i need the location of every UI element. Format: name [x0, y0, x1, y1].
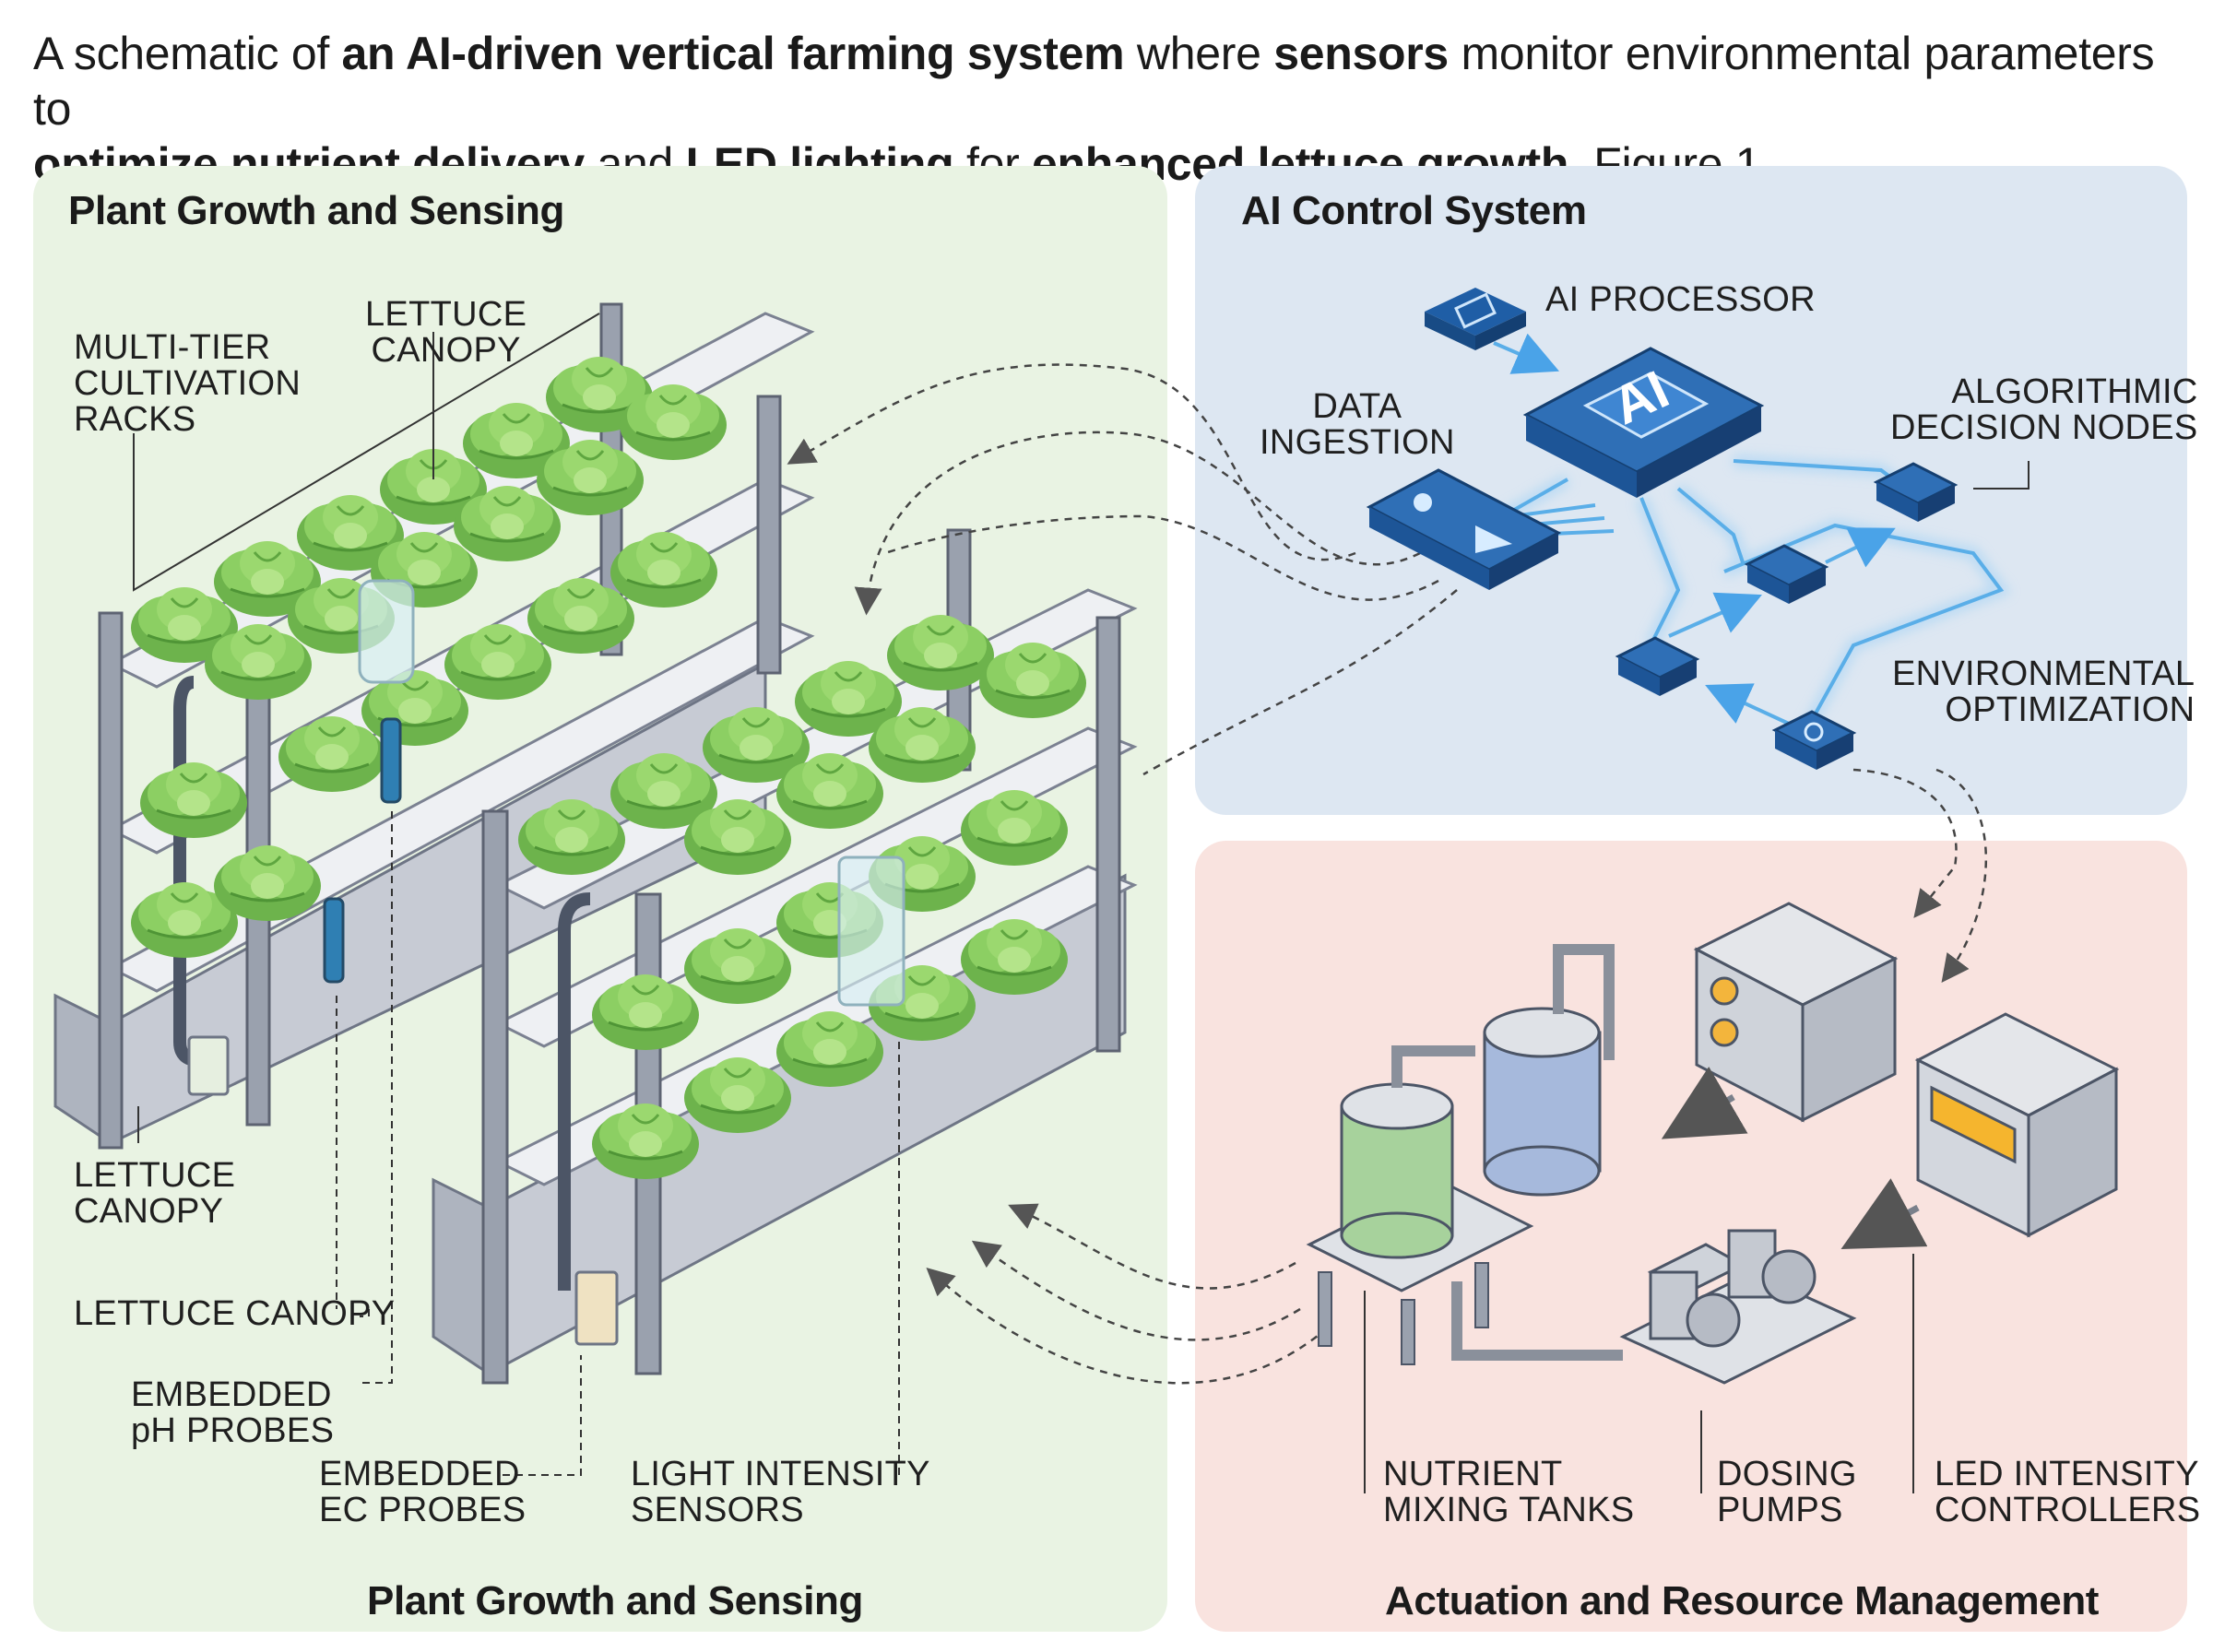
- label-line: MULTI-TIER: [74, 328, 271, 367]
- label-line: PUMPS: [1717, 1491, 1843, 1529]
- label-multi-tier-racks: MULTI-TIER CULTIVATION RACKS: [74, 330, 301, 438]
- label-line: OPTIMIZATION: [1945, 690, 2195, 729]
- label-ec-probes: EMBEDDED EC PROBES: [319, 1457, 526, 1528]
- label-line: SENSORS: [631, 1491, 804, 1529]
- label-lettuce-canopy-bottom: LETTUCE CANOPY: [74, 1294, 396, 1333]
- label-led-controllers: LED INTENSITY CONTROLLERS: [1935, 1457, 2200, 1528]
- label-line: DECISION NODES: [1890, 408, 2198, 447]
- label-line: DATA: [1312, 387, 1402, 426]
- ai-circuit-traces: [1493, 333, 2012, 732]
- dosing-pumps: [1451, 1229, 1857, 1385]
- plant-panel-title: Plant Growth and Sensing: [68, 188, 564, 233]
- label-line: CANOPY: [74, 1192, 224, 1231]
- ai-chip: [1522, 347, 1765, 498]
- label-decision-nodes: ALGORITHMIC DECISION NODES: [1890, 374, 2198, 446]
- control-cabinet: [1693, 902, 1899, 1123]
- label-line: DOSING: [1717, 1455, 1857, 1493]
- label-line: LED INTENSITY: [1935, 1455, 2199, 1493]
- decision-node-lower: [1615, 636, 1700, 696]
- decision-node-middle: [1744, 544, 1829, 604]
- caption-bold: sensors: [1273, 28, 1449, 79]
- ai-control-panel: [1195, 166, 2187, 815]
- caption-text: monitor environmental parameters to: [33, 28, 2155, 135]
- label-environmental-optimization: ENVIRONMENTAL OPTIMIZATION: [1892, 656, 2195, 728]
- environmental-optimization-node: [1771, 710, 1857, 770]
- label-ai-processor: AI PROCESSOR: [1545, 280, 1816, 319]
- label-line: LETTUCE: [365, 295, 527, 334]
- nutrient-mixing-tanks: [1306, 944, 1615, 1365]
- label-light-sensors: LIGHT INTENSITY SENSORS: [631, 1457, 930, 1528]
- label-line: CANOPY: [371, 331, 521, 370]
- label-line: MIXING TANKS: [1383, 1491, 1635, 1529]
- data-flow-lines: [787, 363, 1987, 1385]
- label-line: EMBEDDED: [319, 1455, 520, 1493]
- ai-processor-module: [1425, 288, 1526, 350]
- label-nutrient-tanks: NUTRIENT MIXING TANKS: [1383, 1457, 1634, 1528]
- decision-node-top: [1873, 462, 1959, 522]
- label-line: ALGORITHMIC: [1951, 372, 2198, 411]
- label-data-ingestion: DATA INGESTION: [1260, 389, 1455, 461]
- label-line: CULTIVATION: [74, 364, 302, 403]
- label-ph-probes: EMBEDDED pH PROBES: [131, 1377, 334, 1449]
- led-controller-box: [1914, 1012, 2120, 1238]
- leader-lines-dashed: [336, 811, 900, 1476]
- label-line: EMBEDDED: [131, 1375, 332, 1414]
- caption-text: where: [1124, 28, 1274, 79]
- label-line: pH PROBES: [131, 1411, 335, 1450]
- label-line: EC PROBES: [319, 1491, 527, 1529]
- label-line: NUTRIENT: [1383, 1455, 1563, 1493]
- label-line: ENVIRONMENTAL: [1892, 655, 2195, 693]
- ph-probe-back: [323, 897, 345, 984]
- ai-panel-title: AI Control System: [1241, 188, 1587, 233]
- label-line: LIGHT INTENSITY: [631, 1455, 930, 1493]
- data-ingestion-module: [1366, 468, 1562, 590]
- label-line: CONTROLLERS: [1935, 1491, 2201, 1529]
- label-line: LETTUCE: [74, 1156, 236, 1195]
- ec-probe-back: [380, 717, 402, 804]
- plant-panel-footer: Plant Growth and Sensing: [367, 1578, 863, 1623]
- light-intensity-sensor-back: [358, 579, 415, 684]
- caption-text: A schematic of: [33, 28, 342, 79]
- label-dosing-pumps: DOSING PUMPS: [1717, 1457, 1857, 1528]
- label-lettuce-canopy-top: LETTUCE CANOPY: [365, 297, 527, 369]
- leader-lines: [133, 313, 2030, 1493]
- label-line: RACKS: [74, 400, 196, 439]
- caption-bold: an AI-driven vertical farming system: [341, 28, 1125, 79]
- light-intensity-sensor-front: [837, 856, 905, 1007]
- label-lettuce-canopy-left: LETTUCE CANOPY: [74, 1158, 235, 1230]
- actuation-panel-footer: Actuation and Resource Management: [1385, 1578, 2100, 1623]
- equipment-arrows: [1661, 1066, 1928, 1249]
- label-line: INGESTION: [1260, 423, 1455, 462]
